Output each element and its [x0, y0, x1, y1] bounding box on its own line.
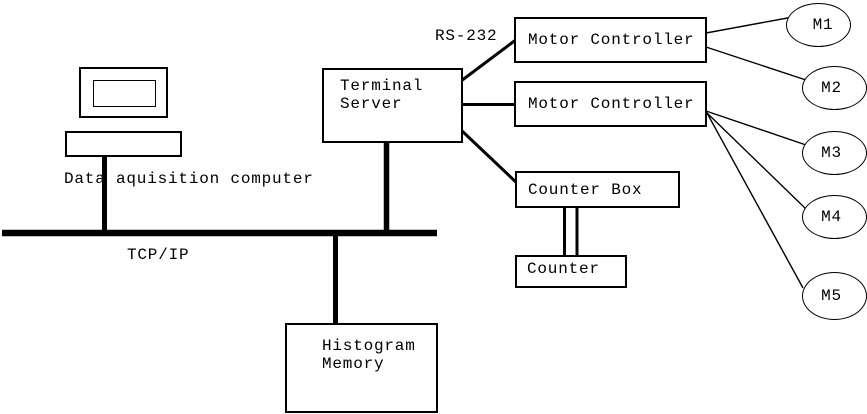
motor-m2-label: M2 [821, 79, 842, 97]
terminal-counterbox-link [459, 128, 520, 186]
motor-m3-ellipse: M3 [802, 131, 867, 175]
histogram-memory-label-line1: Histogram [322, 337, 416, 355]
mc1-m2-link [705, 46, 810, 82]
mc1-m1-link [705, 16, 794, 34]
monitor-screen-icon [93, 80, 156, 107]
counter-label: Counter [527, 260, 600, 278]
terminal-server-box: Terminal Server [322, 68, 463, 143]
motor-controller-2-label: Motor Controller [528, 95, 695, 113]
counter-box-label: Counter Box [528, 180, 643, 199]
terminal-server-label-line1: Terminal [340, 77, 424, 95]
mc2-m5-link [706, 112, 804, 289]
histogram-memory-label-line2: Memory [322, 355, 385, 373]
computer-label: Data aquisition computer [64, 170, 314, 188]
tcpip-label: TCP/IP [127, 246, 190, 264]
motor-m5-label: M5 [821, 287, 842, 305]
keyboard-icon [65, 131, 182, 157]
motor-m2-ellipse: M2 [802, 66, 867, 110]
motor-m3-label: M3 [821, 144, 842, 162]
motor-m5-ellipse: M5 [802, 272, 867, 320]
motor-controller-1-box: Motor Controller [514, 17, 707, 63]
terminal-mc1-link [460, 37, 518, 83]
mc2-m3-link [705, 110, 810, 147]
motor-m4-ellipse: M4 [802, 195, 867, 239]
motor-controller-1-label: Motor Controller [528, 31, 695, 49]
terminal-server-label-line2: Server [340, 95, 403, 113]
counter-box: Counter Box [515, 171, 680, 208]
counter-box-small: Counter [515, 255, 627, 288]
rs232-label: RS-232 [435, 27, 498, 45]
motor-m4-label: M4 [821, 208, 842, 226]
motor-controller-2-box: Motor Controller [514, 81, 707, 127]
histogram-memory-box: Histogram Memory [285, 323, 438, 413]
motor-m1-ellipse: M1 [786, 3, 851, 47]
mc2-m4-link [705, 111, 807, 210]
motor-m1-label: M1 [812, 16, 834, 34]
